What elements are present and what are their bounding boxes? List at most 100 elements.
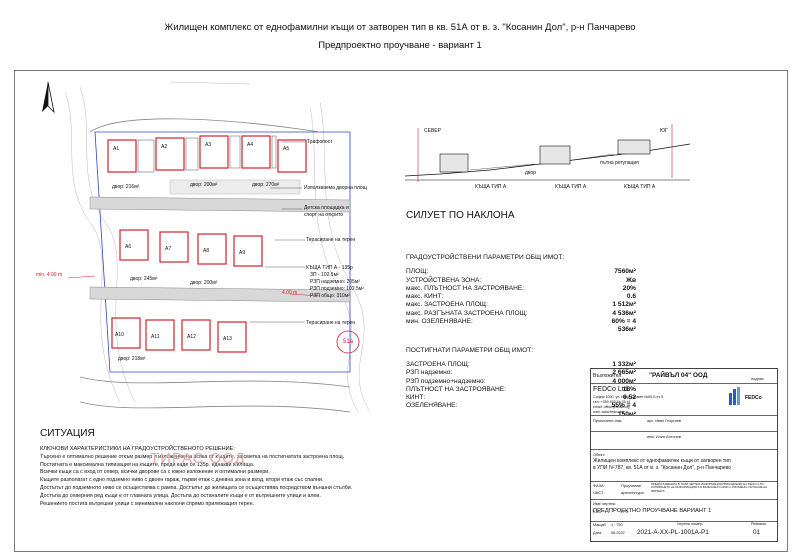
yard-label: двор: 200м² — [190, 182, 218, 188]
watermark: ТИРАС ООД — [150, 450, 246, 467]
achieved-label: ЗАСТРОЕНА ПЛОЩ: — [406, 360, 470, 368]
param-row: макс. РАЗГЪНАТА ЗАСТРОЕНА ПЛОЩ: 4 536м² — [406, 310, 636, 318]
plot-a12: A12 — [187, 334, 196, 340]
param-row: мин. ОЗЕЛЕНЯВАНЕ:60% = 4 536м² — [406, 318, 636, 335]
part-label: ЧАСТ: — [593, 490, 605, 495]
achieved-row: РЗП подземно+надземно: 4 000м² — [406, 378, 636, 386]
notes-title: КЛЮЧОВИ ХАРАКТЕРИСТИКИ НА ГРАДОУСТРОЙСТВ… — [40, 446, 235, 452]
date-label: Дата — [593, 531, 602, 535]
param-value: 1 512м² — [612, 301, 636, 309]
yard-label: двор: 218м² — [118, 356, 146, 362]
object-line-1: Жилищен комплекс от еднофамилни къщи от … — [593, 458, 731, 464]
yard-label: двор: 216м² — [112, 184, 140, 190]
notes-block: КЛЮЧОВИ ХАРАКТЕРИСТИКИ НА ГРАДОУСТРОЙСТВ… — [40, 446, 530, 508]
firm-address-2: тел. +359 879 54 76 41 — [593, 400, 631, 404]
block-label: 51а — [343, 339, 354, 345]
designer-label: Проектанти инж. — [593, 419, 623, 423]
object-label: Обект: — [593, 452, 606, 457]
achieved-value: 4 000м² — [612, 377, 636, 385]
section-house-a3: КЪЩА ТИП А — [624, 184, 656, 190]
achieved-row: ЗАСТРОЕНА ПЛОЩ: 1 332м² — [406, 361, 636, 369]
yard-label: двор: 245м² — [130, 276, 158, 282]
callout-house-zp: ЗП - 102.5м² — [310, 272, 339, 278]
callout-transformer: Трафопост — [307, 139, 333, 145]
vol-label-visible: ТОМ: — [592, 509, 602, 514]
plot-a10: A10 — [115, 332, 124, 338]
param-value: Жв — [625, 276, 636, 284]
achieved-label: РЗП надземно: — [406, 369, 453, 377]
contours — [64, 81, 371, 413]
achieved-value: 2 665м² — [612, 369, 636, 377]
achieved-row: ПЛЪТНОСТ НА ЗАСТРОЯВАНЕ:18% — [406, 386, 636, 394]
section-house-a2: КЪЩА ТИП А — [555, 184, 587, 190]
achieved-label: КИНТ: — [406, 394, 426, 402]
plot-a6: A6 — [125, 244, 132, 250]
callout-terrace-2: Терасиране на терен — [306, 320, 356, 326]
page-title: Жилищен комплекс от еднофамилни къщи от … — [164, 22, 636, 33]
plot-a1: A1 — [113, 146, 120, 152]
param-label: мин. ОЗЕЛЕНЯВАНЕ: — [406, 318, 473, 326]
part-value: архитектура — [621, 490, 644, 495]
plot-a5: A5 — [283, 146, 290, 152]
callout-house-rzp-above: РЗП надземно: 205м² — [310, 279, 360, 285]
investor-label: Възложител: — [593, 373, 623, 379]
sheet-number: 2021-A-XX-PL-1001A-P1 — [637, 529, 709, 536]
achieved-label: ОЗЕЛЕНЯВАНЕ: — [406, 402, 458, 410]
drawing-name: ПРЕДПРОЕКТНО ПРОУЧВАНЕ ВАРИАНТ 1 — [593, 508, 712, 514]
param-row: УСТРОЙСТВЕНА ЗОНА: Жв — [406, 277, 636, 285]
plot-a7: A7 — [165, 246, 172, 252]
plot-a3: A3 — [205, 142, 212, 148]
firm-address-3: email: office@fedco.bg — [593, 405, 630, 409]
north-arrow-icon — [42, 81, 55, 114]
sheet-label: Чертеж номер: — [677, 522, 704, 526]
param-label: макс. КИНТ: — [406, 293, 444, 301]
achieved-label: РЗП подземно+надземно: — [406, 377, 486, 385]
callout-playground: Детска площадка и — [304, 205, 349, 211]
block-marker — [336, 330, 360, 354]
callout-playground-2: спорт на открито — [304, 212, 344, 218]
phase-value: Проучване — [621, 483, 642, 488]
logo-bars-icon — [729, 387, 740, 405]
param-label: УСТРОЙСТВЕНА ЗОНА: — [406, 276, 482, 284]
court-area — [169, 179, 301, 195]
param-value: 20% — [622, 284, 636, 292]
section-title: СИЛУЕТ ПО НАКЛОНА — [406, 210, 515, 221]
drawing-frame — [14, 70, 788, 552]
callout-house-rzp-under: РЗП подземно: 102.5м² — [310, 286, 364, 292]
section-north: СЕВЕР — [424, 128, 441, 134]
note-line: Всички къщи са с вход от север, всички д… — [40, 469, 270, 476]
plot-a8: A8 — [203, 248, 210, 254]
param-value: 4 536м² — [612, 309, 636, 317]
site-plan — [42, 81, 371, 413]
site-section-title: СИТУАЦИЯ — [40, 428, 95, 439]
achieved-value: 1 332м² — [612, 360, 636, 368]
achieved-title: ПОСТИГНАТИ ПАРАМЕТРИ ОБЩ ИМОТ: — [406, 346, 534, 354]
achieved-row: КИНТ:0.52 — [406, 394, 636, 402]
page-subtitle: Предпроектно проучване - вариант 1 — [318, 40, 482, 51]
title-block: Възложител: "РАЙВЪЛ 04" ООД подпис FEDCo… — [590, 368, 778, 542]
section-yard: двор — [525, 170, 537, 176]
designer-1: арх. Иван Георгиев — [647, 419, 681, 423]
param-value: 0.6 — [626, 293, 636, 301]
firm-address-4: web: www.fedco.bg — [593, 410, 624, 414]
scale-value: 1 : 750 — [611, 523, 623, 527]
param-label: макс. РАЗГЪНАТА ЗАСТРОЕНА ПЛОЩ: — [406, 309, 528, 317]
param-label: ПЛОЩ: — [406, 268, 429, 276]
phase-label: ФАЗА: — [593, 483, 605, 488]
plot-a4: A4 — [247, 142, 254, 148]
drawing-label: Име чертеж: — [593, 501, 617, 506]
achieved-value: 55% = 4 150м² — [611, 402, 636, 417]
vol-value: 1 / 3 — [620, 509, 628, 514]
yard-label: двор: 270м² — [252, 182, 280, 188]
houses-row-3 — [111, 317, 247, 353]
rev-label: Ревизия: — [751, 522, 767, 526]
param-row: макс. ПЛЪТНОСТ НА ЗАСТРОЯВАНЕ: 20% — [406, 285, 636, 293]
param-row: макс. ЗАСТРОЕНА ПЛОЩ:1 512м² — [406, 301, 636, 309]
designer-2: инж. Илия Антонов — [647, 435, 681, 439]
houses-row-2 — [119, 229, 263, 267]
achieved-label: ПЛЪТНОСТ НА ЗАСТРОЯВАНЕ: — [406, 385, 506, 393]
param-row: ПЛОЩ:7560м² — [406, 268, 636, 276]
param-label: макс. ПЛЪТНОСТ НА ЗАСТРОЯВАНЕ: — [406, 284, 525, 292]
achieved-row: РЗП надземно: 2 665м² — [406, 369, 636, 377]
object-line-2: в УПИ IV-787, кв. 51А от в. з. "Косанин … — [593, 465, 731, 471]
